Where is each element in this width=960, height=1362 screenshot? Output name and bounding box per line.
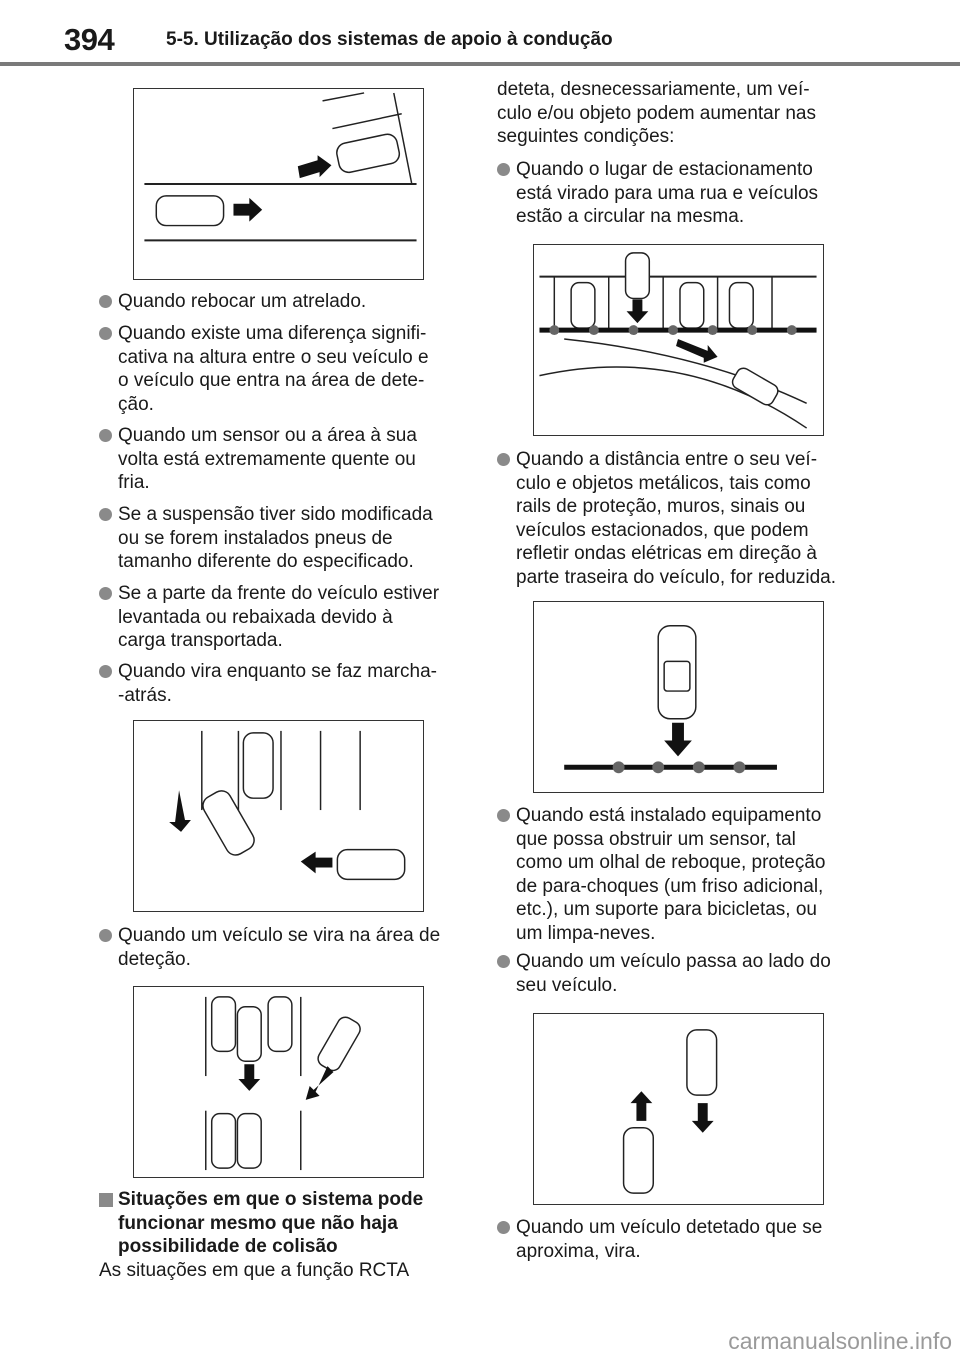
bullet-icon [497, 1221, 510, 1234]
list-item-text: Quando um veículo detetado que se aproxi… [516, 1217, 823, 1262]
paragraph: deteta, desnecessariamente, um veí- culo… [497, 79, 816, 147]
bullet-icon [497, 955, 510, 968]
header-rule [0, 62, 960, 66]
list-item: Quando existe uma diferença signifi- cat… [99, 322, 429, 416]
list-item: Quando rebocar um atrelado. [99, 290, 367, 314]
list-item-text: Quando rebocar um atrelado. [118, 291, 367, 312]
bullet-icon [99, 929, 112, 942]
figure-parking-facing-street [533, 244, 824, 436]
bullet-icon [497, 163, 510, 176]
list-item-text: Quando um veículo se vira na área de det… [118, 925, 441, 970]
bullet-icon [99, 327, 112, 340]
list-item-text: Se a parte da frente do veículo estiver … [118, 583, 440, 651]
list-item: Quando um veículo detetado que se aproxi… [497, 1216, 823, 1263]
bullet-icon [99, 429, 112, 442]
list-item: Quando a distância entre o seu veí- culo… [497, 448, 837, 589]
square-bullet-icon [99, 1193, 113, 1207]
bullet-icon [497, 809, 510, 822]
list-item: Quando o lugar de estacionamento está vi… [497, 158, 819, 229]
list-item: Se a suspensão tiver sido modificada ou … [99, 503, 433, 574]
bullet-icon [99, 508, 112, 521]
section-heading: Situações em que o sistema pode funciona… [99, 1188, 424, 1259]
list-item: Quando está instalado equipamento que po… [497, 804, 826, 945]
section-title: 5-5. Utilização dos sistemas de apoio à … [166, 29, 613, 50]
list-item: Se a parte da frente do veículo estiver … [99, 582, 440, 653]
figure-metal-objects-near [533, 601, 824, 793]
list-item: Quando um veículo passa ao lado do seu v… [497, 950, 831, 997]
list-item-text: Se a suspensão tiver sido modificada ou … [118, 504, 433, 572]
list-item-text: Quando existe uma diferença signifi- cat… [118, 323, 429, 415]
heading-text: Situações em que o sistema pode funciona… [118, 1189, 424, 1257]
list-item: Quando um veículo se vira na área de det… [99, 924, 441, 971]
bullet-icon [497, 453, 510, 466]
bullet-icon [99, 587, 112, 600]
bullet-icon [99, 295, 112, 308]
list-item-text: Quando um veículo passa ao lado do seu v… [516, 951, 831, 996]
watermark: carmanualsonline.info [728, 1328, 952, 1354]
list-item: Quando vira enquanto se faz marcha- -atr… [99, 660, 437, 707]
list-item-text: Quando um sensor ou a área à sua volta e… [118, 425, 417, 493]
list-item-text: Quando a distância entre o seu veí- culo… [516, 449, 837, 588]
list-item-text: Quando vira enquanto se faz marcha- -atr… [118, 661, 437, 706]
list-item-text: Quando está instalado equipamento que po… [516, 805, 826, 944]
list-item-text: Quando o lugar de estacionamento está vi… [516, 159, 819, 227]
figure-towing-trailer [133, 88, 424, 280]
figure-turning-reverse [133, 720, 424, 912]
figure-vehicle-passing-beside [533, 1013, 824, 1205]
bullet-icon [99, 665, 112, 678]
figure-vehicle-turning-in-area [133, 986, 424, 1178]
page-number: 394 [64, 22, 115, 57]
paragraph: As situações em que a função RCTA [99, 1260, 410, 1281]
list-item: Quando um sensor ou a área à sua volta e… [99, 424, 417, 495]
